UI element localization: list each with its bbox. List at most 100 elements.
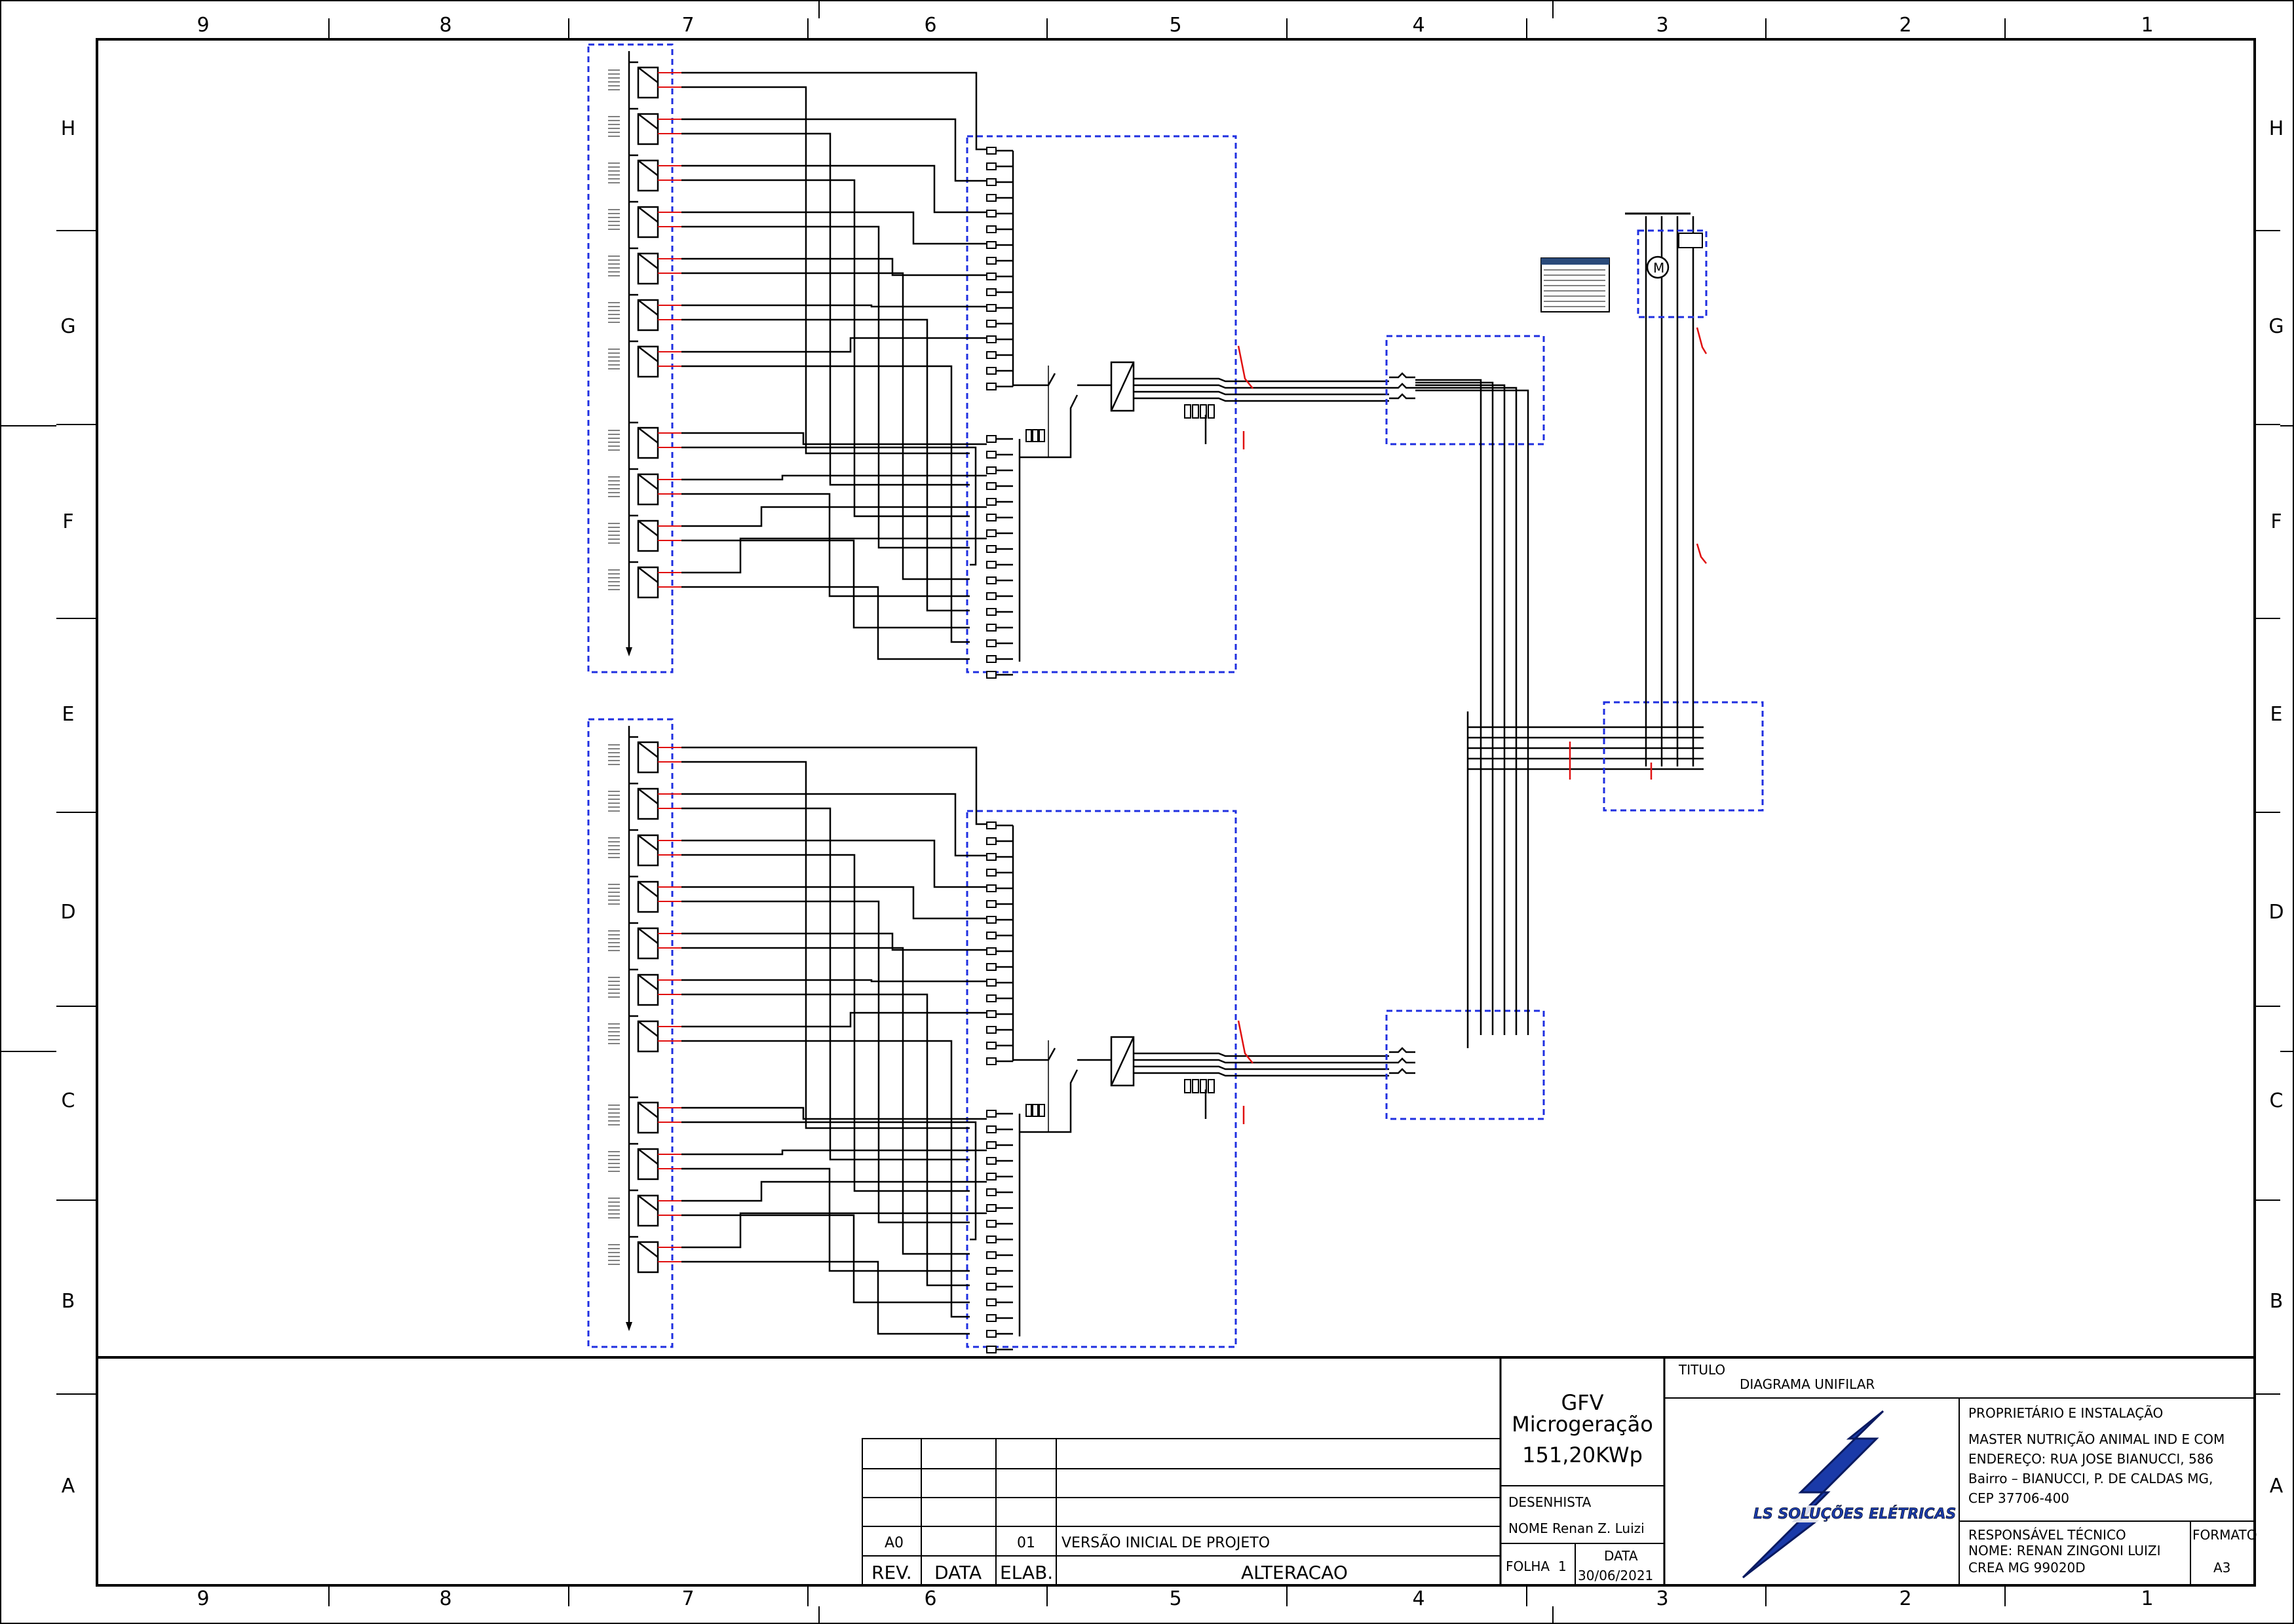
breaker-icon bbox=[1389, 372, 1415, 379]
string-negative-wire bbox=[681, 1040, 970, 1318]
fuse-icon bbox=[986, 241, 997, 249]
pv-module-diagonal bbox=[638, 520, 659, 537]
combiner-box-enclosure bbox=[966, 810, 1237, 1348]
string-negative-wire bbox=[681, 539, 970, 629]
pv-module-diagonal bbox=[638, 346, 659, 362]
fuse-icon bbox=[986, 947, 997, 955]
pv-module-icon bbox=[637, 1101, 659, 1134]
pv-module-diagonal bbox=[638, 835, 659, 851]
row-label-right: F bbox=[2270, 510, 2282, 533]
title-value: DIAGRAMA UNIFILAR bbox=[1740, 1376, 1875, 1392]
owner-line3: Bairro – BIANUCCI, P. DE CALDAS MG, bbox=[1968, 1471, 2213, 1486]
string-positive-wire bbox=[681, 474, 987, 481]
pv-module-diagonal bbox=[638, 206, 659, 223]
fuse-icon bbox=[986, 853, 997, 861]
fuse-icon bbox=[986, 335, 997, 343]
fuse-icon bbox=[986, 869, 997, 877]
ac-output-wire bbox=[1134, 1072, 1389, 1077]
string-negative-wire bbox=[681, 854, 970, 1192]
string-negative-wire bbox=[681, 446, 977, 566]
surge-protector-icon bbox=[1208, 1079, 1215, 1093]
string-negative-wire bbox=[681, 1260, 970, 1335]
fuse-icon bbox=[986, 320, 997, 328]
meter-icon bbox=[1646, 255, 1670, 279]
fuse-icon bbox=[986, 1220, 997, 1228]
string-negative-wire bbox=[681, 807, 970, 1161]
fuse-icon bbox=[986, 1283, 997, 1291]
string-negative-wire bbox=[681, 1167, 970, 1272]
string-positive-wire bbox=[681, 211, 987, 245]
cable-annotation bbox=[1696, 327, 1708, 354]
surge-protector-icon bbox=[1184, 1079, 1191, 1093]
drafter-label: DESENHISTA bbox=[1508, 1494, 1592, 1510]
string-negative-wire bbox=[681, 493, 970, 597]
fuse-icon bbox=[986, 1057, 997, 1065]
col-label-bottom: 1 bbox=[2141, 1587, 2153, 1610]
pv-module-icon bbox=[637, 1194, 659, 1227]
fuse-icon bbox=[986, 1141, 997, 1149]
pv-module-diagonal bbox=[638, 1195, 659, 1211]
fuse-icon bbox=[986, 210, 997, 217]
fuse-icon bbox=[986, 304, 997, 312]
ac-output-wire bbox=[1134, 1065, 1389, 1070]
fuse-icon bbox=[986, 916, 997, 924]
string-positive-wire bbox=[681, 793, 987, 857]
surge-protector-icon bbox=[1208, 404, 1215, 419]
pv-module-diagonal bbox=[638, 567, 659, 583]
col-label-bottom: 3 bbox=[1656, 1587, 1668, 1610]
string-negative-wire bbox=[681, 1121, 977, 1241]
data-header: DATA bbox=[934, 1562, 982, 1583]
tech-header: RESPONSÁVEL TÉCNICO bbox=[1968, 1527, 2126, 1543]
surge-protector-icon bbox=[1025, 429, 1032, 442]
surge-protector-icon bbox=[1192, 1079, 1199, 1093]
arrow-icon bbox=[626, 647, 632, 656]
date-value: 30/06/2021 bbox=[1578, 1568, 1653, 1583]
project-line2: Microgeração bbox=[1512, 1412, 1653, 1437]
fuse-icon bbox=[986, 979, 997, 987]
fuse-icon bbox=[986, 994, 997, 1002]
legend-header bbox=[1541, 258, 1609, 265]
string-positive-wire bbox=[681, 1149, 987, 1156]
surge-protector-icon bbox=[1184, 404, 1191, 419]
lightning-bolt-icon bbox=[1742, 1410, 1884, 1579]
string-negative-wire bbox=[681, 947, 970, 1255]
string-negative-wire bbox=[681, 993, 970, 1287]
string-negative-wire bbox=[681, 272, 970, 580]
string-positive-wire bbox=[681, 932, 987, 951]
pv-module-icon bbox=[637, 566, 659, 599]
inverter-diagonal bbox=[1110, 362, 1135, 411]
drawing-frame bbox=[96, 38, 2256, 1587]
fuse-icon bbox=[986, 592, 997, 600]
pv-module-icon bbox=[637, 519, 659, 552]
pv-module-diagonal bbox=[638, 427, 659, 444]
string-positive-wire bbox=[681, 257, 987, 276]
pv-module-icon bbox=[637, 206, 659, 238]
row-label-left: C bbox=[62, 1089, 75, 1112]
pv-module-diagonal bbox=[638, 974, 659, 991]
pv-module-diagonal bbox=[638, 1148, 659, 1165]
arrow-icon bbox=[626, 1322, 632, 1331]
fuse-icon bbox=[986, 514, 997, 521]
string-positive-wire bbox=[681, 71, 987, 151]
fuse-icon bbox=[986, 1204, 997, 1212]
string-negative-wire bbox=[681, 179, 970, 518]
title-text: TITULO DIAGRAMA UNIFILAR bbox=[1678, 1362, 1875, 1392]
title-label: TITULO bbox=[1678, 1362, 1725, 1378]
fuse-icon bbox=[986, 639, 997, 647]
fuse-icon bbox=[986, 1125, 997, 1133]
string-positive-wire bbox=[681, 1212, 987, 1249]
zone-labels: 9 8 7 6 5 4 3 2 1 9 8 7 6 5 4 3 2 1 H G … bbox=[60, 14, 2284, 1610]
rev-header: REV. bbox=[871, 1562, 912, 1583]
fuse-icon bbox=[986, 482, 997, 490]
date-label: DATA bbox=[1604, 1548, 1638, 1564]
col-label-bottom: 9 bbox=[197, 1587, 209, 1610]
pv-module-diagonal bbox=[638, 113, 659, 130]
combiner-box-enclosure bbox=[966, 135, 1237, 673]
string-positive-wire bbox=[681, 1106, 987, 1120]
fuse-icon bbox=[986, 529, 997, 537]
fuse-icon bbox=[986, 351, 997, 359]
col-label-bottom: 4 bbox=[1412, 1587, 1424, 1610]
owner-line2: ENDEREÇO: RUA JOSE BIANUCCI, 586 bbox=[1968, 1451, 2213, 1467]
string-negative-wire bbox=[681, 365, 970, 643]
